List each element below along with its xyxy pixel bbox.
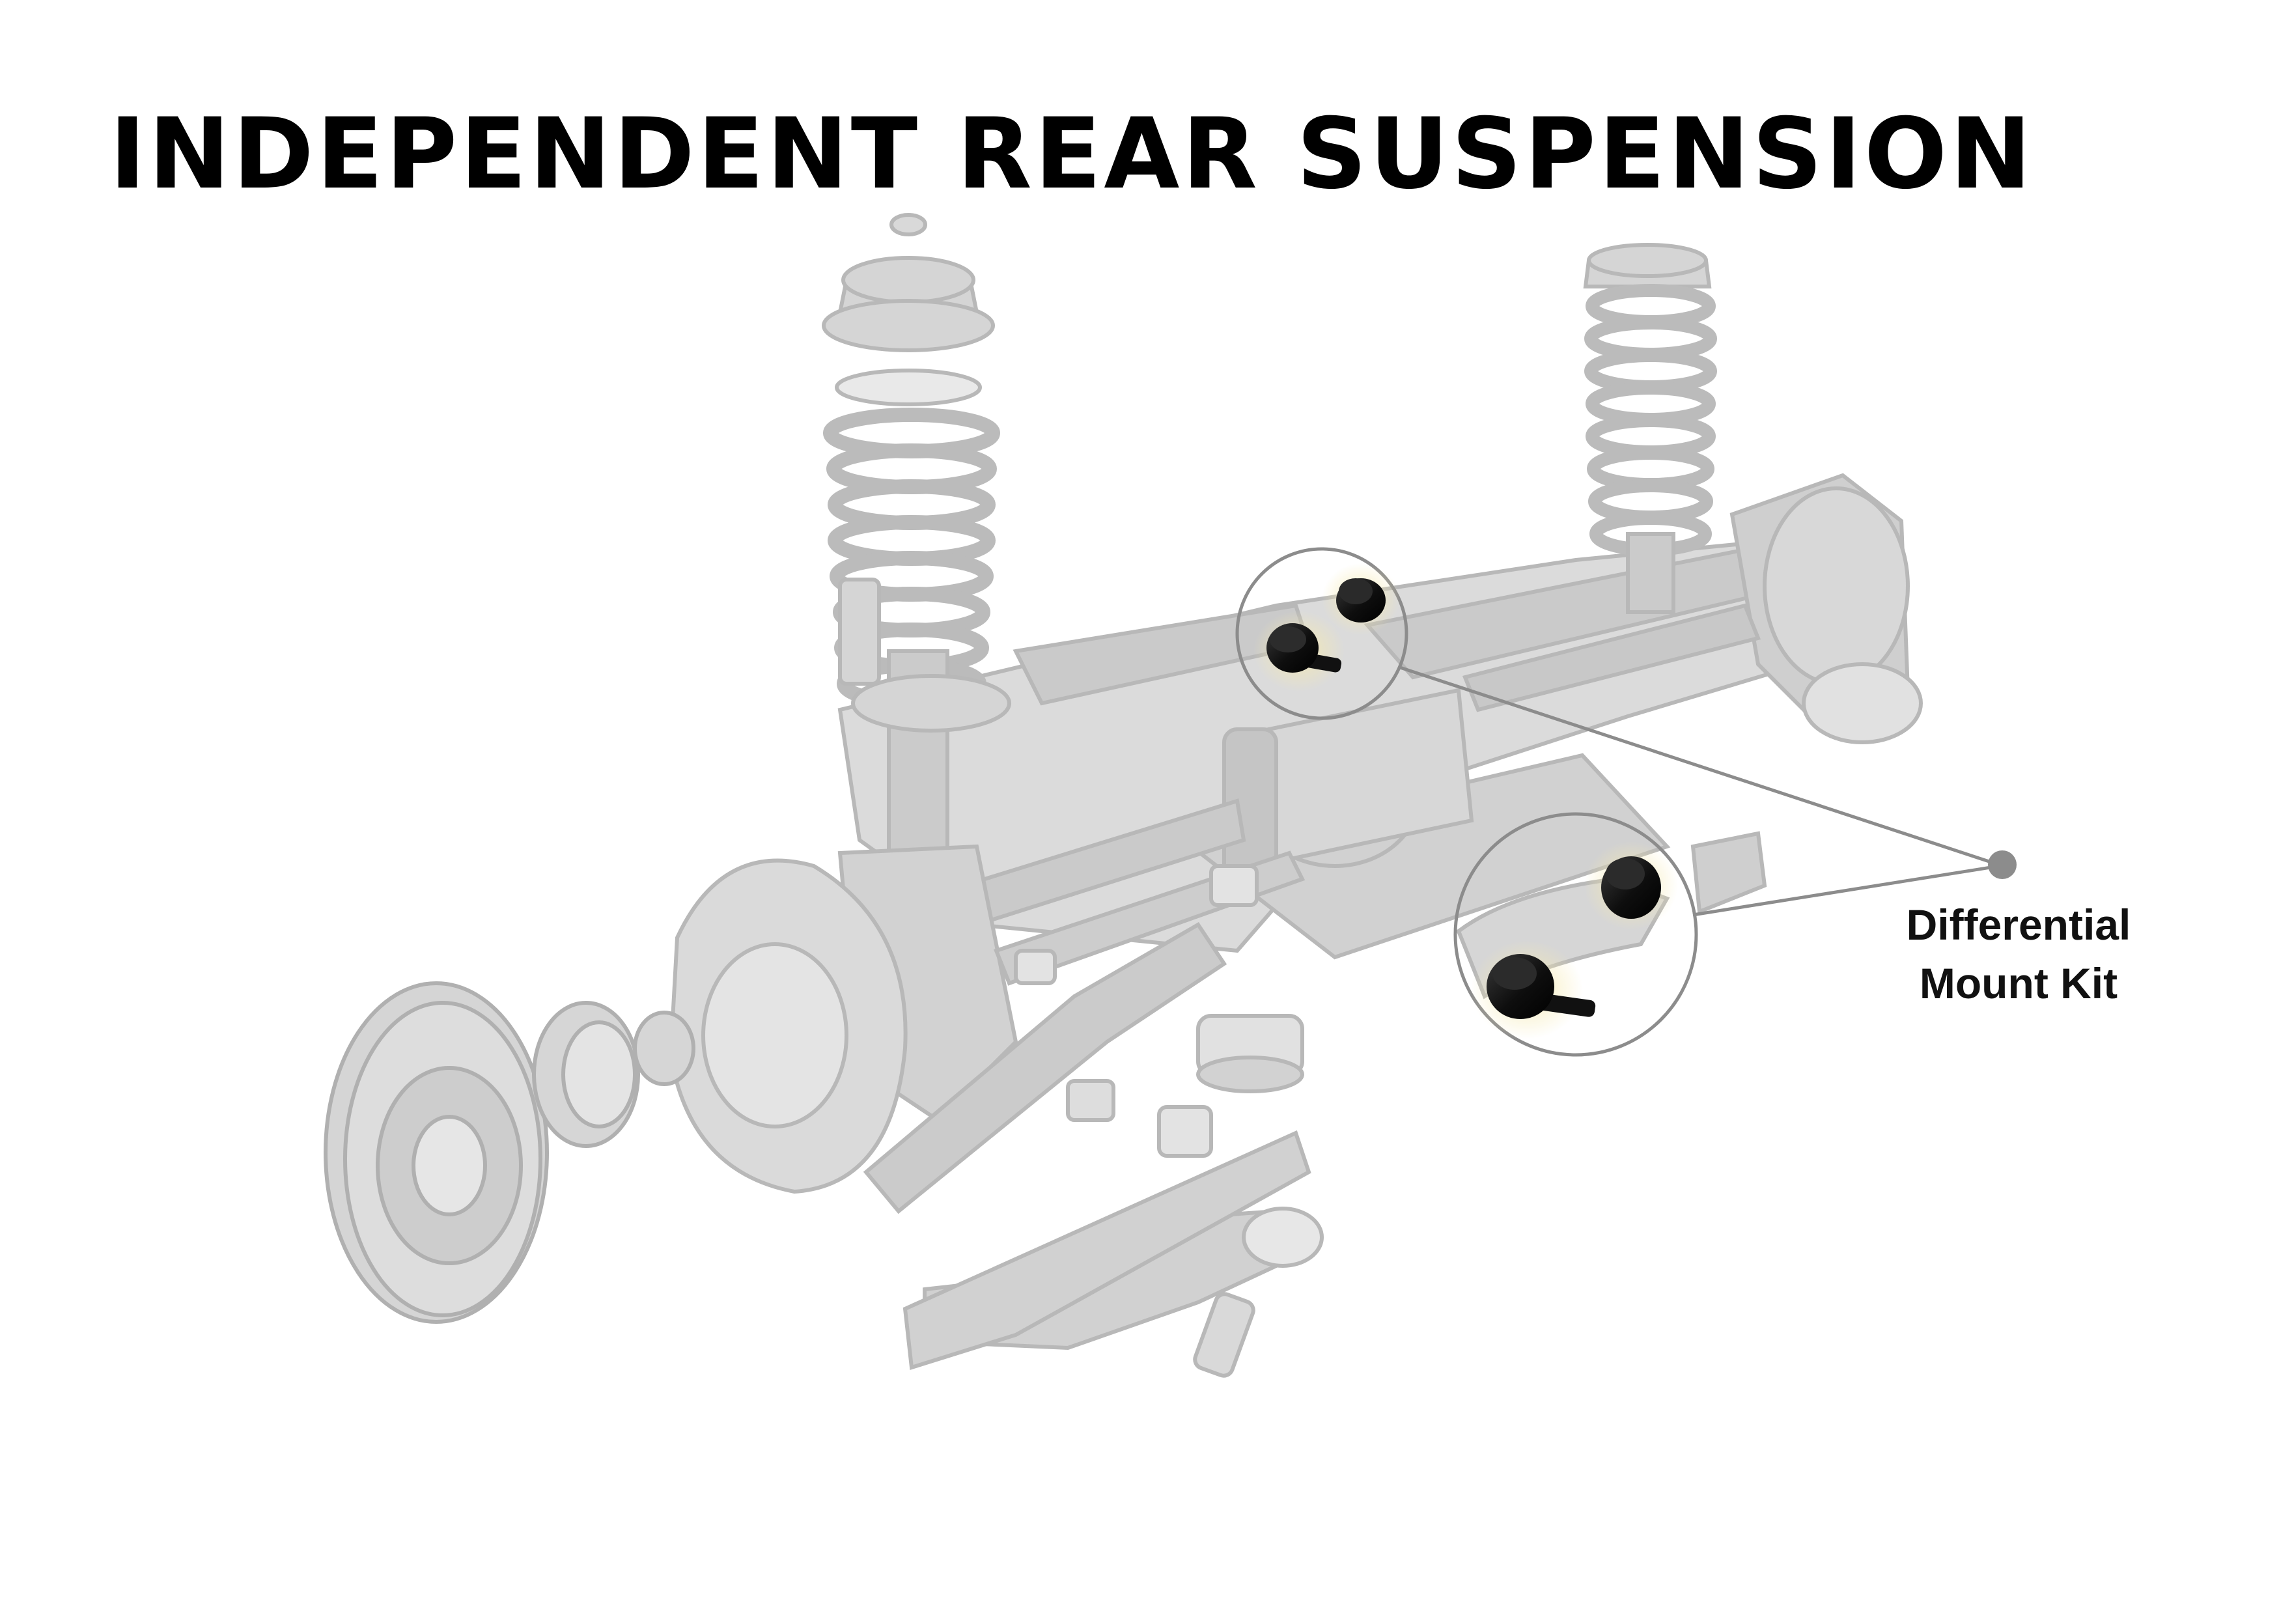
lower-control-arm-bottom <box>902 1130 1311 1370</box>
differential <box>1222 688 1474 888</box>
right-driveshaft <box>1462 603 1761 712</box>
callout-label: Differential Mount Kit <box>1849 895 2188 1013</box>
bushing-upper-small <box>1322 563 1400 635</box>
callout-circle-upper <box>1235 547 1408 720</box>
callout-dot <box>1988 850 2017 879</box>
bushing-lower-small <box>1584 841 1678 930</box>
callout-circle-lower <box>1453 812 1698 1057</box>
right-strut-assembly <box>1583 243 1717 614</box>
bushing-upper-with-sleeve <box>1253 611 1345 692</box>
brake-rotor <box>324 981 549 1324</box>
diagram-title: INDEPENDENT REAR SUSPENSION <box>109 98 2034 211</box>
callout-label-line-1: Differential <box>1906 901 2131 949</box>
right-hub <box>1763 486 1910 686</box>
wheel-hub <box>532 1001 695 1148</box>
left-strut-assembly <box>822 213 1011 868</box>
leader-line-upper <box>1399 665 2000 867</box>
callout-label-line-2: Mount Kit <box>1919 959 2118 1007</box>
bushing-lower-with-sleeve <box>1471 940 1596 1039</box>
leader-line-lower <box>1692 864 2000 917</box>
lower-arm-left <box>863 921 1227 1214</box>
